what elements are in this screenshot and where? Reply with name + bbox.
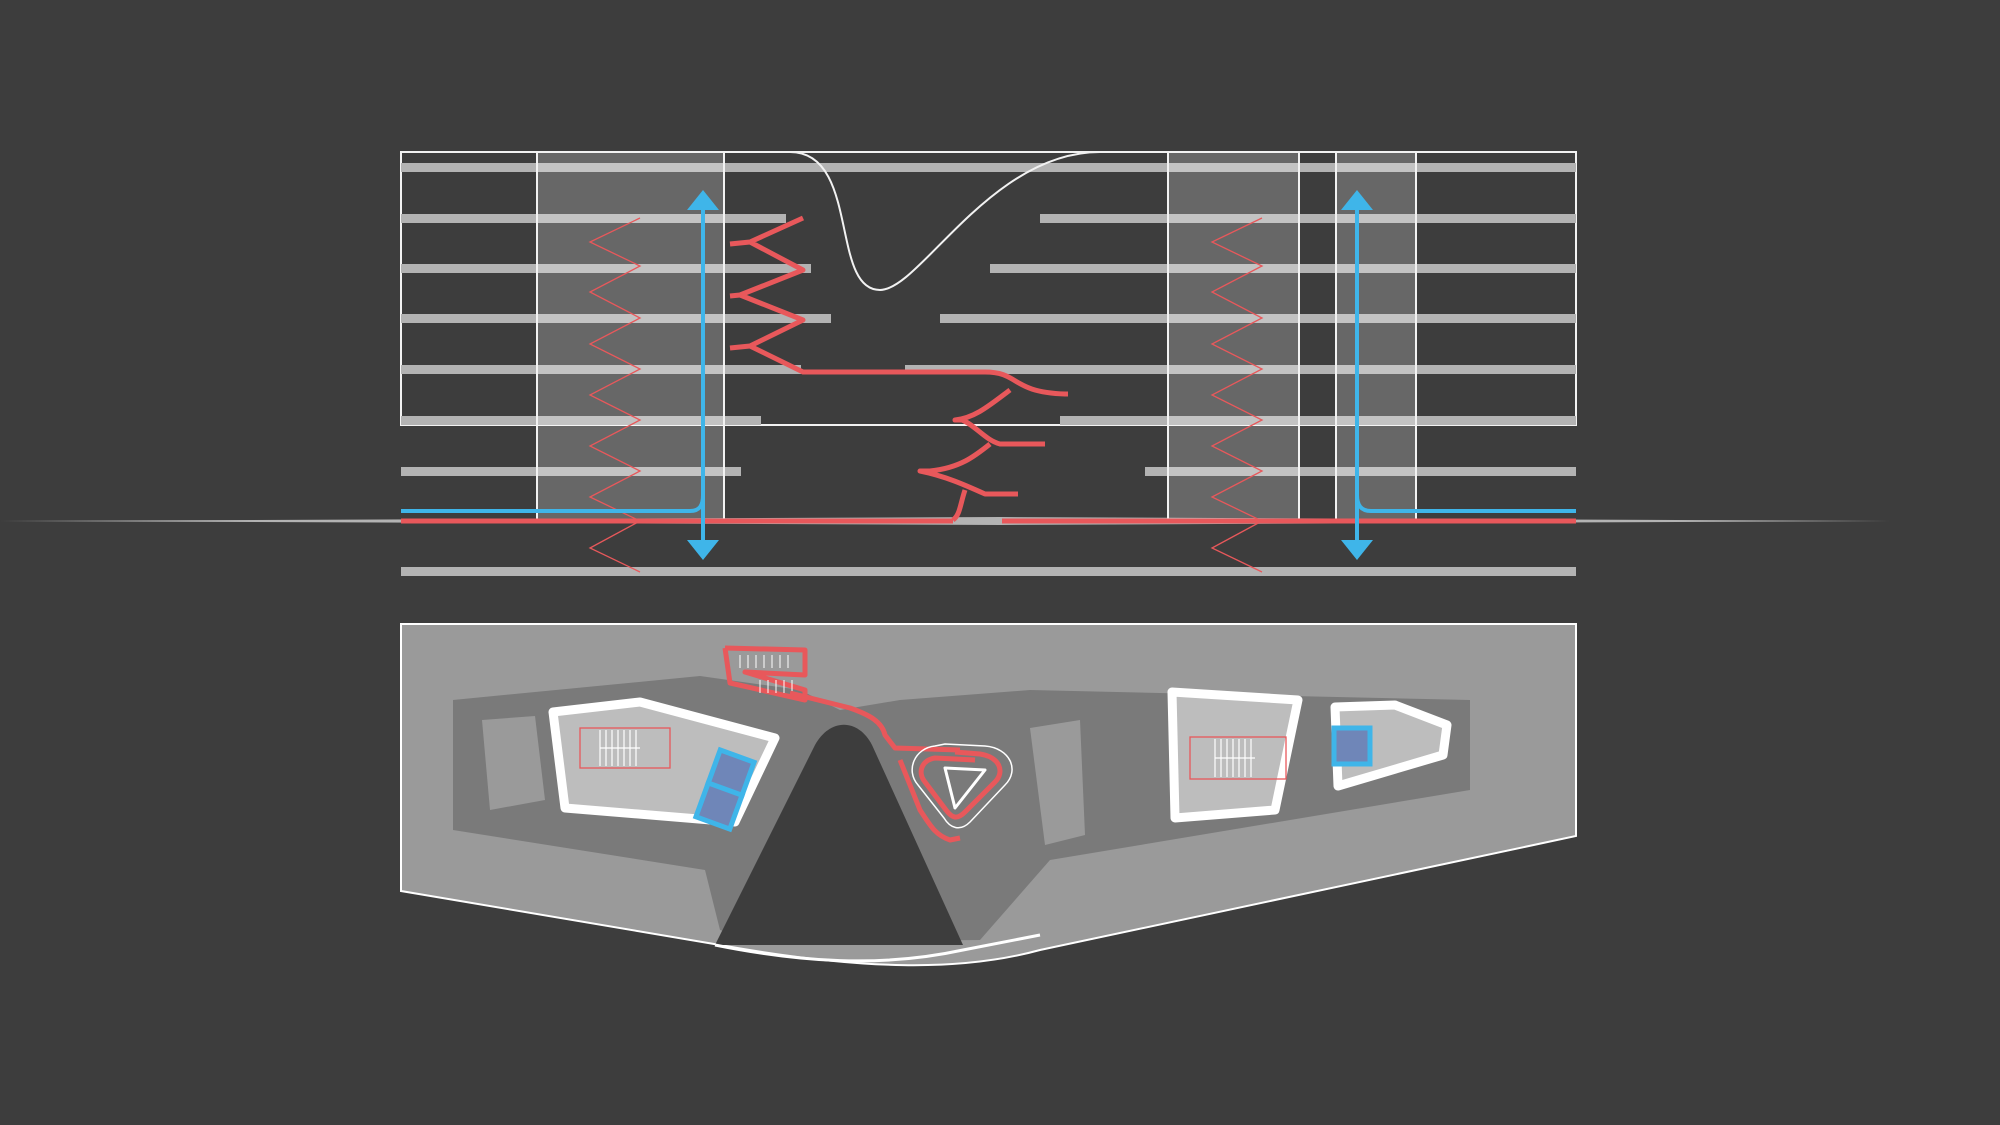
dashed-slab-edges (755, 215, 1040, 474)
arrow-up-icon (1341, 190, 1373, 210)
site-edge-curve (714, 933, 1041, 963)
floor-slabs (401, 163, 1576, 576)
floor-slab-basement (401, 567, 1576, 576)
floor-slab (401, 163, 1576, 172)
elevator-shaft-left (687, 190, 719, 560)
stair-core-right (1167, 151, 1300, 521)
arrow-down-icon (687, 540, 719, 560)
floor-slab (940, 314, 1576, 323)
floor-slab (401, 365, 801, 374)
stair-core-left (536, 151, 725, 521)
arrow-up-icon (687, 190, 719, 210)
ramp-stair-zigzag (729, 215, 1068, 523)
arrow-down-icon (1341, 540, 1373, 560)
roof-profile (401, 151, 1576, 292)
floor-slab (1060, 416, 1576, 425)
switchback-stair (722, 645, 808, 703)
plan-view (400, 623, 1577, 967)
floor-slab (401, 416, 761, 425)
stair-symbol-east (1189, 736, 1287, 780)
elevator-pair-west (692, 746, 758, 833)
floor-slab (401, 467, 741, 476)
floor-slab (990, 264, 1576, 273)
ramp-loop (897, 743, 1013, 843)
paving-block (1030, 720, 1085, 845)
paving-block (482, 716, 545, 810)
floor-slab (1040, 214, 1576, 223)
stair-symbol-west (579, 727, 671, 769)
floor-slab (905, 365, 1576, 374)
elevator-shaft-right (1341, 190, 1373, 560)
floor-slab (401, 264, 811, 273)
floor-slab (1145, 467, 1576, 476)
section-view (0, 151, 1890, 576)
central-void (715, 724, 963, 945)
connecting-path (789, 690, 961, 753)
building-east (1167, 687, 1303, 823)
building-envelope (400, 151, 1577, 426)
elevator-core-right (1335, 151, 1417, 521)
elevator-east (1331, 725, 1373, 767)
floor-slab (401, 314, 831, 323)
core-stair-lines-right (1210, 217, 1264, 573)
floor-slab (401, 214, 786, 223)
